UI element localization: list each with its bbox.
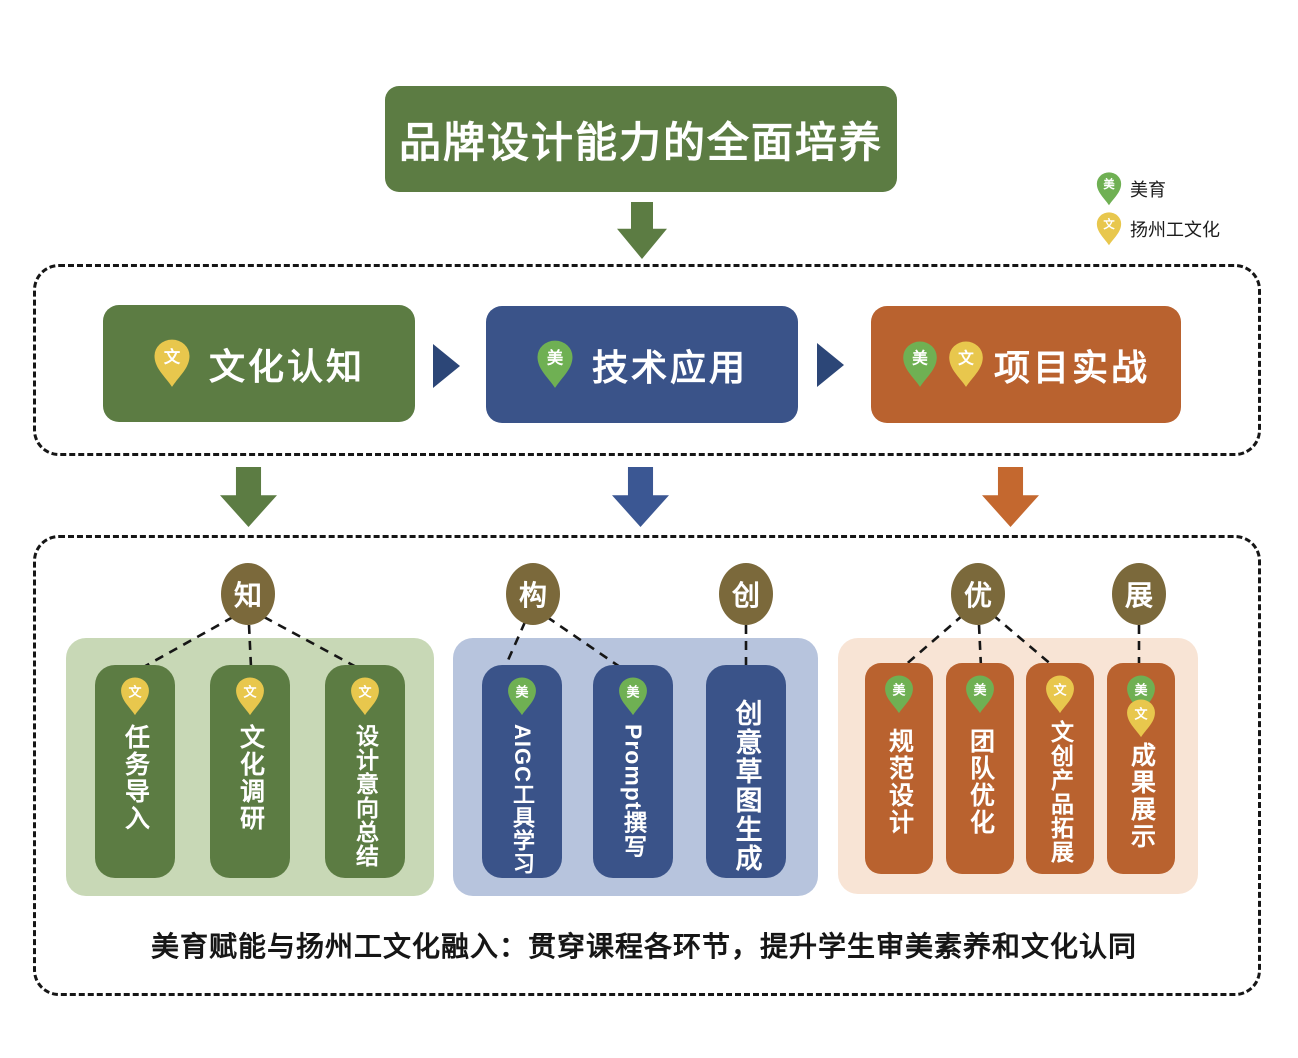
meiyu-pin-icon: 美 (537, 340, 573, 388)
meiyu-pin-icon: 美 (903, 341, 937, 387)
task-import-box: 文 任务导入 (95, 665, 175, 878)
course-label: 任务导入 (121, 724, 150, 832)
course-label: 文创产品拓展 (1047, 720, 1074, 864)
legend-label-wenhua: 扬州工文化 (1130, 220, 1220, 240)
svg-text:美: 美 (626, 684, 640, 699)
svg-text:文: 文 (243, 684, 257, 699)
stage-label: 文化认知 (208, 345, 365, 387)
svg-text:美: 美 (1134, 682, 1148, 697)
meiyu-pin-icon: 美 (1096, 172, 1122, 206)
svg-text:美: 美 (892, 682, 906, 697)
phase-badge-know: 知 (221, 563, 275, 625)
title-box: 品牌设计能力的全面培养 (385, 86, 897, 192)
team-optimization-box: 美 团队优化 (946, 663, 1014, 874)
down-arrow-icon (612, 467, 669, 527)
stages-outline (33, 264, 1261, 456)
stage-card-tech: 美 技术应用 (486, 306, 798, 423)
legend-item-wenhua: 文 扬州工文化 (1096, 212, 1220, 246)
svg-text:美: 美 (973, 682, 987, 697)
svg-text:文: 文 (358, 684, 372, 699)
wenhua-pin-icon: 文 (236, 677, 264, 716)
course-label: 设计意向总结 (352, 724, 379, 868)
svg-text:文: 文 (1134, 706, 1148, 721)
footer-note: 美育赋能与扬州工文化融入：贯穿课程各环节，提升学生审美素养和文化认同 (150, 931, 1137, 962)
svg-text:文: 文 (164, 348, 181, 367)
phase-badge-optimize: 优 (951, 563, 1005, 625)
design-intent-box: 文 设计意向总结 (325, 665, 405, 878)
legend-item-meiyu: 美 美育 (1096, 172, 1220, 206)
svg-text:文: 文 (958, 348, 974, 367)
prompt-writing-box: 美 Prompt撰写 (593, 665, 673, 878)
wenhua-pin-icon: 文 (1127, 699, 1155, 738)
svg-text:文: 文 (128, 684, 142, 699)
stage-label: 技术应用 (591, 346, 748, 388)
course-label: 团队优化 (966, 728, 995, 836)
pin-stack: 美 文 (1126, 675, 1156, 738)
wenhua-pin-icon: 文 (121, 677, 149, 716)
meiyu-pin-icon: 美 (508, 677, 536, 716)
culture-research-box: 文 文化调研 (210, 665, 290, 878)
wenhua-pin-icon: 文 (351, 677, 379, 716)
wenhua-pin-icon: 文 (154, 339, 190, 387)
details-outline (33, 535, 1261, 996)
aigc-tools-box: 美 AIGC工具学习 (482, 665, 562, 878)
achievement-show-box: 美 文 成果展示 (1107, 663, 1175, 874)
svg-text:美: 美 (515, 684, 529, 699)
page-title: 品牌设计能力的全面培养 (398, 118, 883, 166)
meiyu-pin-icon: 美 (966, 675, 994, 714)
phase-badge-construct: 构 (506, 563, 560, 625)
meiyu-pin-icon: 美 (885, 675, 913, 714)
wenhua-pin-icon: 文 (1046, 675, 1074, 714)
course-label: 创意草图生成 (731, 699, 762, 873)
legend-label-meiyu: 美育 (1130, 180, 1166, 200)
down-arrow-icon (617, 202, 667, 259)
wenhua-pin-icon: 文 (949, 341, 983, 387)
phase-badge-create: 创 (719, 563, 773, 625)
svg-text:美: 美 (912, 348, 928, 367)
stage-label: 项目实战 (993, 346, 1150, 388)
stage-card-project: 美 文 项目实战 (871, 306, 1181, 423)
course-label: 文化调研 (236, 724, 265, 832)
course-label: 成果展示 (1127, 742, 1156, 850)
legend: 美 美育 文 扬州工文化 (1096, 172, 1220, 246)
svg-text:美: 美 (1103, 177, 1115, 191)
course-label: Prompt撰写 (620, 724, 647, 859)
phase-badge-exhibit: 展 (1112, 563, 1166, 625)
svg-text:文: 文 (1103, 217, 1115, 231)
sketch-generation-box: 创意草图生成 (706, 665, 786, 878)
svg-text:美: 美 (547, 349, 564, 368)
svg-text:文: 文 (1053, 682, 1067, 697)
course-label: 规范设计 (885, 728, 914, 836)
standard-design-box: 美 规范设计 (865, 663, 933, 874)
cultural-product-box: 文 文创产品拓展 (1026, 663, 1094, 874)
meiyu-pin-icon: 美 (619, 677, 647, 716)
down-arrow-icon (982, 467, 1039, 527)
stage-card-culture: 文 文化认知 (103, 305, 415, 422)
wenhua-pin-icon: 文 (1096, 212, 1122, 246)
down-arrow-icon (220, 467, 277, 527)
course-label: AIGC工具学习 (510, 724, 535, 875)
